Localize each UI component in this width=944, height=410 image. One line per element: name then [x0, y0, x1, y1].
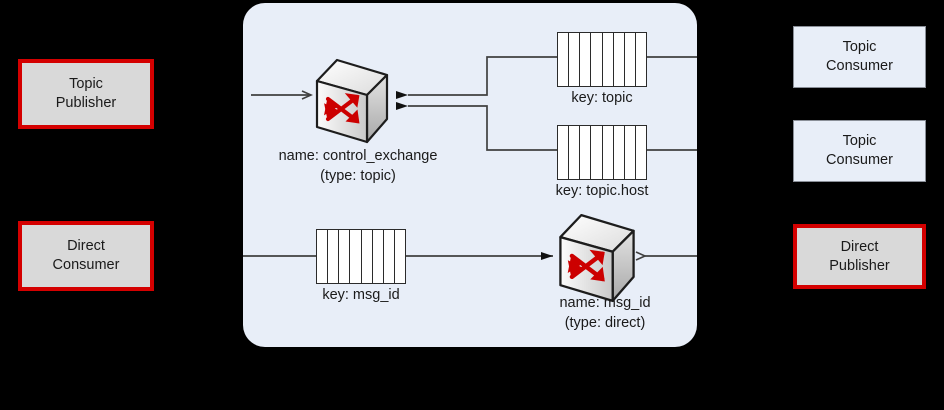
queue-topic	[557, 32, 647, 87]
control-exchange-type: (type: topic)	[320, 167, 396, 184]
direct-publisher-line1: Direct	[840, 238, 879, 255]
control-exchange-name: name: control_exchange	[278, 148, 438, 164]
queue-topic-host-label: key: topic.host	[555, 183, 649, 199]
topic-consumer-1-line1: Topic	[842, 39, 877, 56]
direct-consumer-line1: Direct	[67, 238, 105, 255]
topic-consumer-box-2[interactable]: Topic Consumer	[793, 120, 926, 182]
exchange-switch-icon-control	[313, 57, 391, 150]
exchange-switch-icon-direct	[551, 212, 643, 309]
topic-publisher-line1: Topic	[69, 76, 103, 93]
msgid-exchange-label: name: msg_id (type: direct)	[515, 294, 695, 333]
topic-consumer-2-line1: Topic	[842, 133, 877, 150]
queue-msg-id-label: key: msg_id	[322, 287, 400, 303]
queue-msg-id	[316, 229, 406, 284]
topic-consumer-box-1[interactable]: Topic Consumer	[793, 26, 926, 88]
control-exchange-label: name: control_exchange (type: topic)	[263, 147, 453, 186]
msgid-exchange-name: name: msg_id	[559, 295, 651, 311]
direct-consumer-line2: Consumer	[52, 257, 120, 273]
direct-consumer-box[interactable]: Direct Consumer	[18, 221, 154, 291]
direct-publisher-line2: Publisher	[829, 257, 890, 274]
queue-topic-host	[557, 125, 647, 180]
topic-consumer-1-line2: Consumer	[826, 58, 893, 74]
direct-publisher-box[interactable]: Direct Publisher	[793, 224, 926, 289]
topic-publisher-line2: Publisher	[55, 95, 117, 111]
topic-publisher-box[interactable]: Topic Publisher	[18, 59, 154, 129]
topic-consumer-2-line2: Consumer	[826, 152, 893, 168]
msgid-exchange-type: (type: direct)	[564, 314, 646, 331]
queue-topic-label: key: topic	[571, 90, 633, 106]
